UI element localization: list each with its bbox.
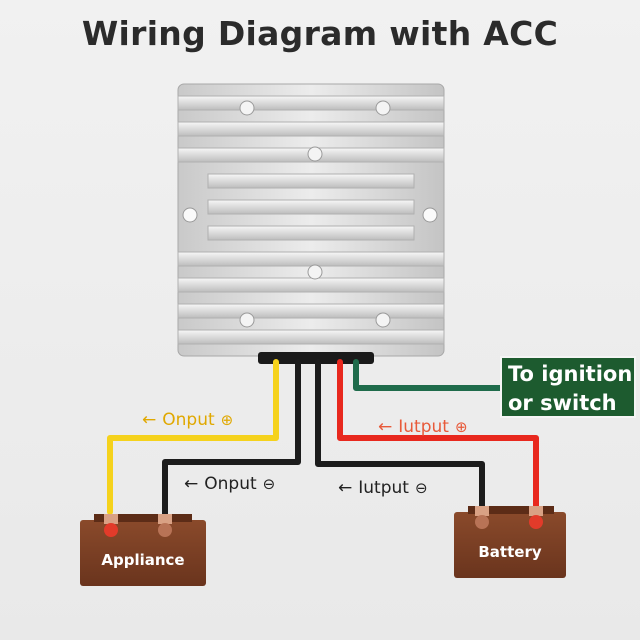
iutput-negative-text: Iutput xyxy=(358,478,409,498)
arrow-left-icon: ← xyxy=(338,478,353,498)
appliance-battery-icon xyxy=(80,514,206,586)
onput-positive-text: Onput xyxy=(162,410,215,430)
onput-negative-label: ←Onput ⊖ xyxy=(184,474,275,494)
converter-module-icon xyxy=(177,83,445,364)
minus-circle-icon: ⊖ xyxy=(262,475,276,493)
wires xyxy=(107,359,539,517)
ignition-switch-label: To ignition or switch xyxy=(500,356,636,418)
arrow-left-icon: ← xyxy=(184,474,199,494)
onput-positive-label: ←Onput ⊕ xyxy=(142,410,233,430)
minus-circle-icon: ⊖ xyxy=(414,479,428,497)
arrow-left-icon: ← xyxy=(378,417,393,437)
arrow-left-icon: ← xyxy=(142,410,157,430)
page-title: Wiring Diagram with ACC xyxy=(81,14,559,53)
appliance-label: Appliance xyxy=(101,551,185,569)
ignition-label-line2: or switch xyxy=(508,391,617,415)
iutput-positive-text: Iutput xyxy=(398,417,449,437)
iutput-negative-label: ←Iutput ⊖ xyxy=(338,478,428,498)
battery-icon xyxy=(454,506,566,578)
battery-label: Battery xyxy=(478,543,542,561)
plus-circle-icon: ⊕ xyxy=(220,411,234,429)
plus-circle-icon: ⊕ xyxy=(454,418,468,436)
onput-negative-text: Onput xyxy=(204,474,257,494)
ignition-label-line1: To ignition xyxy=(508,362,633,386)
iutput-positive-label: ←Iutput ⊕ xyxy=(378,417,468,437)
